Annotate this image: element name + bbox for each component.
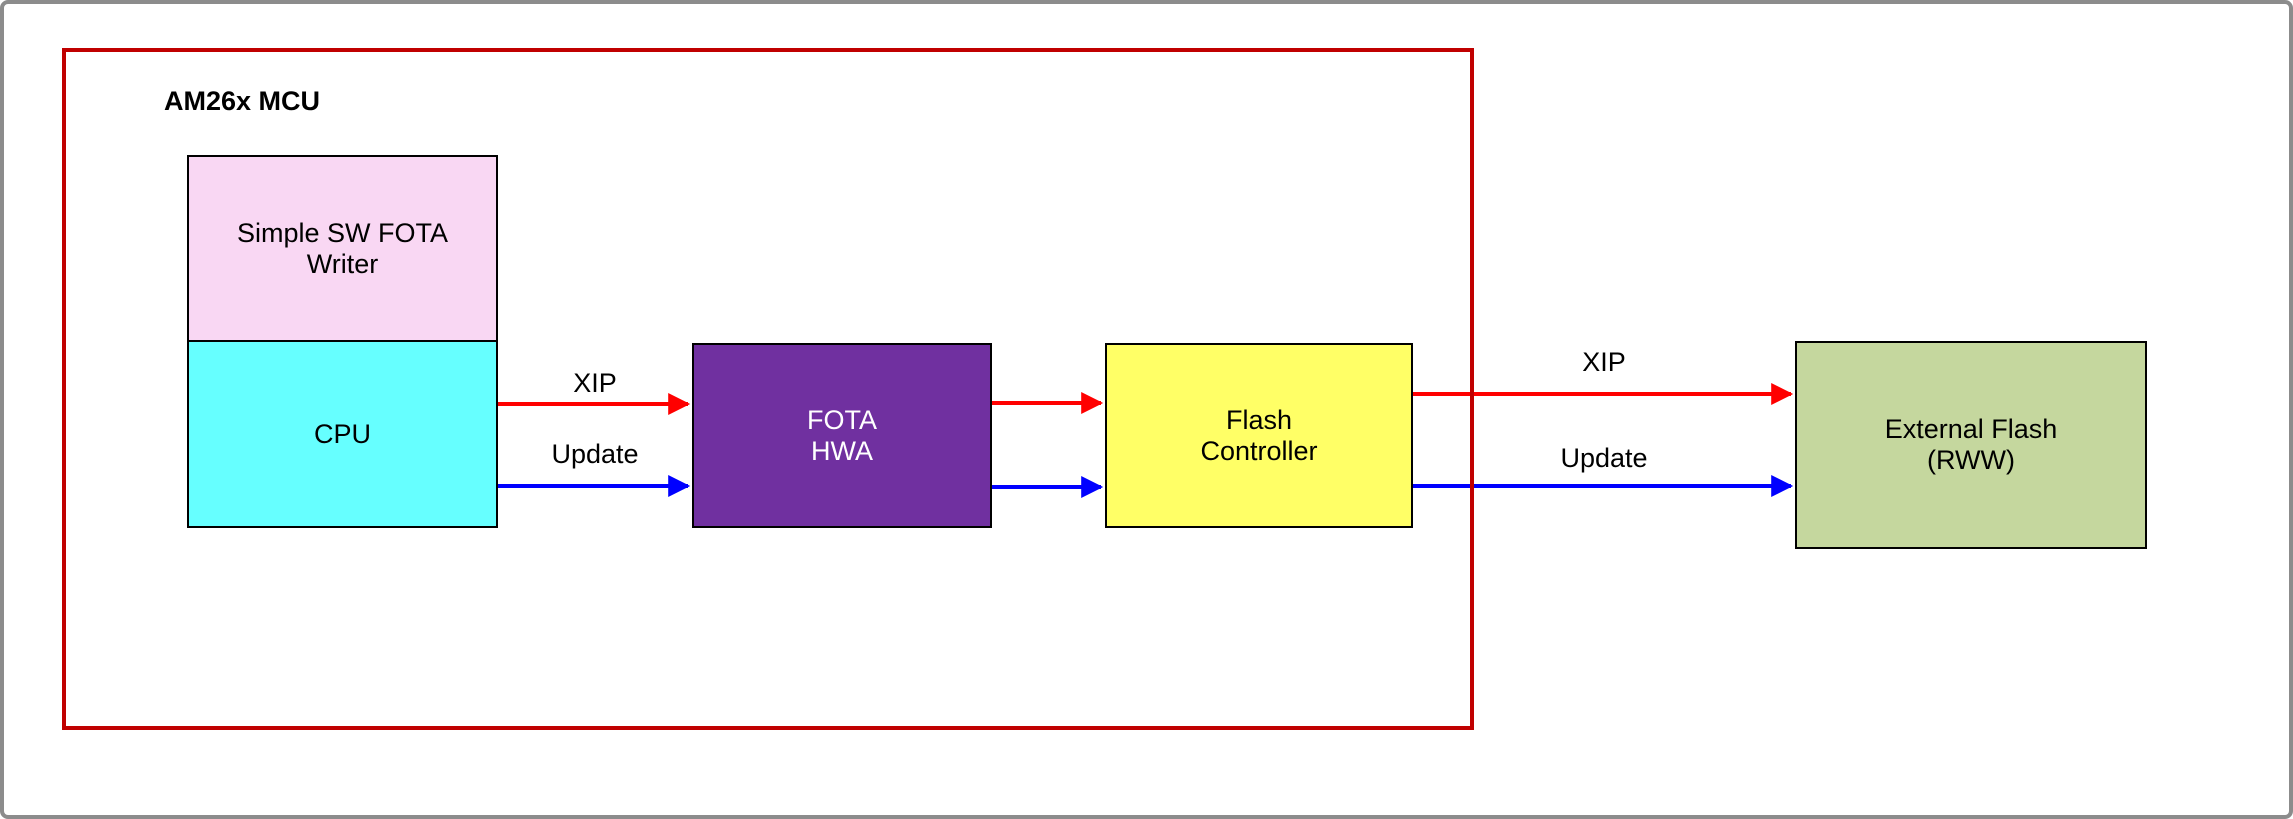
update-label-cpu-to-hwa: Update: [551, 439, 639, 469]
xip-label-controller-to-external: XIP: [1582, 347, 1626, 377]
block-external-flash-label: External Flash (RWW): [1884, 414, 2058, 475]
block-external-flash: External Flash (RWW): [1795, 341, 2147, 549]
block-flash-controller-label: Flash Controller: [1200, 404, 1318, 466]
block-cpu-label: CPU: [313, 418, 371, 449]
block-fota-hwa-label: FOTA HWA: [807, 404, 877, 466]
mcu-title: AM26x MCU: [164, 86, 321, 116]
update-label-controller-to-external: Update: [1560, 443, 1648, 473]
block-simple-sw-fota-writer: Simple SW FOTA Writer: [187, 155, 498, 342]
block-simple-sw-fota-writer-label: Simple SW FOTA Writer: [236, 217, 449, 279]
block-flash-controller: Flash Controller: [1105, 343, 1413, 528]
block-fota-hwa: FOTA HWA: [692, 343, 992, 528]
block-cpu: CPU: [187, 340, 498, 528]
xip-label-cpu-to-hwa: XIP: [573, 368, 617, 398]
